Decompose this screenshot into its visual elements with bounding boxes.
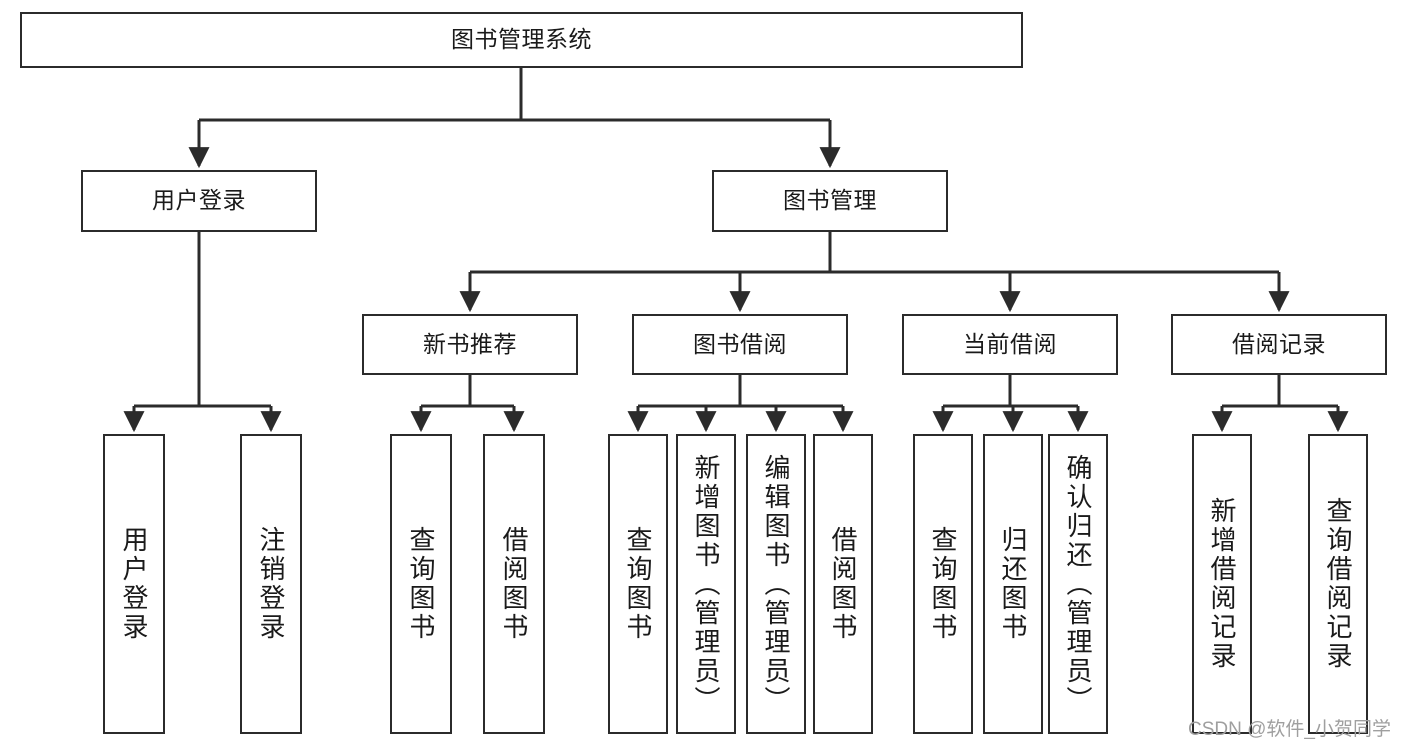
node-book-borrow-label: 图书借阅 — [693, 330, 787, 357]
node-borrow-records[interactable]: 借阅记录 — [1171, 314, 1387, 375]
leaf-query-book-borrow-label: 查询图书 — [623, 526, 653, 642]
leaf-edit-book-admin-label: 编辑图书（管理员） — [761, 453, 791, 715]
node-book-borrow[interactable]: 图书借阅 — [632, 314, 848, 375]
node-user-login[interactable]: 用户登录 — [81, 170, 317, 232]
leaf-confirm-return-admin[interactable]: 确认归还（管理员） — [1048, 434, 1108, 734]
leaf-return-book[interactable]: 归还图书 — [983, 434, 1043, 734]
leaf-query-book-current[interactable]: 查询图书 — [913, 434, 973, 734]
node-user-login-label: 用户登录 — [152, 187, 246, 214]
leaf-user-login-label: 用户登录 — [119, 526, 149, 642]
node-current-borrow[interactable]: 当前借阅 — [902, 314, 1118, 375]
leaf-logout[interactable]: 注销登录 — [240, 434, 302, 734]
leaf-borrow-book-recommend-label: 借阅图书 — [499, 526, 529, 642]
leaf-confirm-return-admin-label: 确认归还（管理员） — [1063, 453, 1093, 715]
node-current-borrow-label: 当前借阅 — [963, 330, 1057, 357]
leaf-query-book-recommend-label: 查询图书 — [406, 526, 436, 642]
leaf-add-borrow-record-label: 新增借阅记录 — [1207, 497, 1237, 671]
leaf-logout-label: 注销登录 — [256, 526, 286, 642]
leaf-borrow-book-recommend[interactable]: 借阅图书 — [483, 434, 545, 734]
leaf-query-book-current-label: 查询图书 — [928, 526, 958, 642]
node-book-management[interactable]: 图书管理 — [712, 170, 948, 232]
leaf-edit-book-admin[interactable]: 编辑图书（管理员） — [746, 434, 806, 734]
node-new-book-recommend-label: 新书推荐 — [423, 330, 517, 357]
node-root[interactable]: 图书管理系统 — [20, 12, 1023, 68]
leaf-query-borrow-record-label: 查询借阅记录 — [1323, 497, 1353, 671]
leaf-query-book-borrow[interactable]: 查询图书 — [608, 434, 668, 734]
leaf-return-book-label: 归还图书 — [998, 526, 1028, 642]
node-root-label: 图书管理系统 — [451, 26, 592, 53]
leaf-user-login[interactable]: 用户登录 — [103, 434, 165, 734]
leaf-borrow-book[interactable]: 借阅图书 — [813, 434, 873, 734]
node-new-book-recommend[interactable]: 新书推荐 — [362, 314, 578, 375]
watermark-text: CSDN @软件_小贺同学 — [1188, 719, 1391, 740]
leaf-add-book-admin[interactable]: 新增图书（管理员） — [676, 434, 736, 734]
node-book-management-label: 图书管理 — [783, 187, 877, 214]
leaf-query-book-recommend[interactable]: 查询图书 — [390, 434, 452, 734]
leaf-add-book-admin-label: 新增图书（管理员） — [691, 453, 721, 715]
leaf-query-borrow-record[interactable]: 查询借阅记录 — [1308, 434, 1368, 734]
leaf-add-borrow-record[interactable]: 新增借阅记录 — [1192, 434, 1252, 734]
node-borrow-records-label: 借阅记录 — [1232, 330, 1326, 357]
leaf-borrow-book-label: 借阅图书 — [828, 526, 858, 642]
